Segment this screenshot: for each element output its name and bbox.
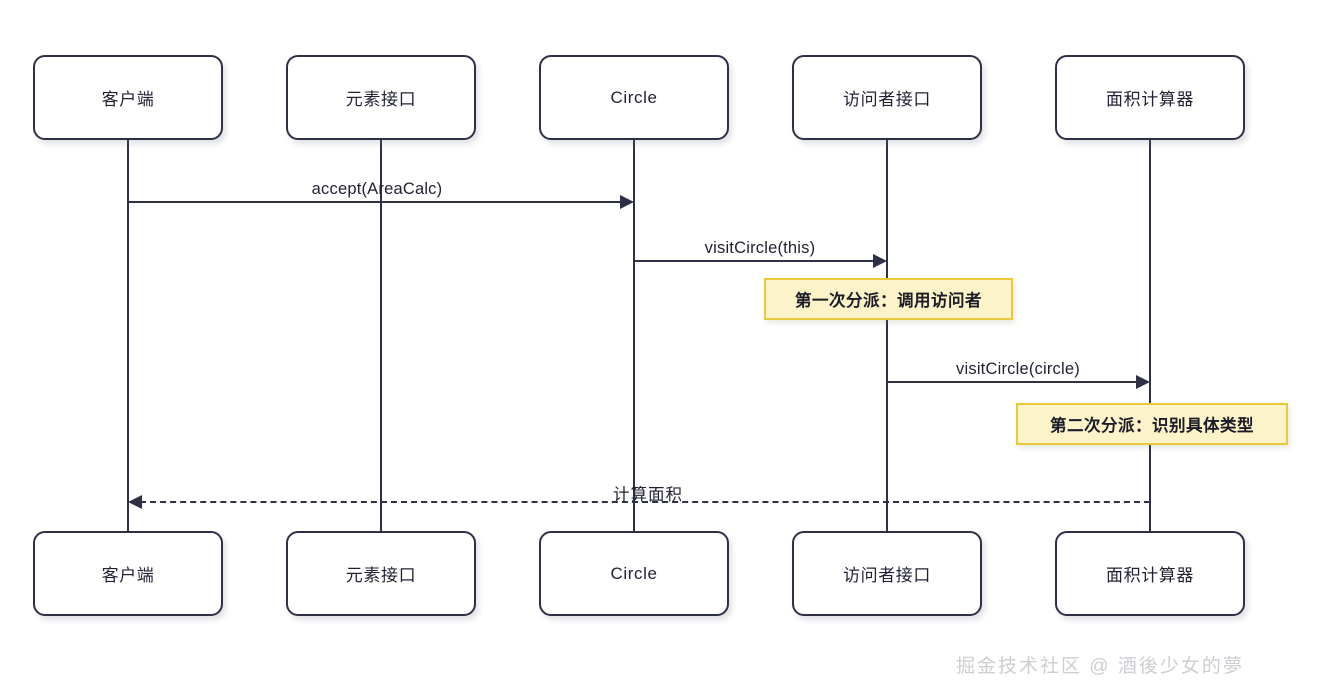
participant-label: 客户端 [101, 90, 155, 109]
arrow-head-right-icon [1136, 374, 1150, 389]
participant-label: 访问者接口 [843, 566, 931, 585]
note-first-dispatch: 第一次分派：调用访问者 [764, 278, 1013, 320]
participant-box-visitor-top[interactable]: 访问者接口 [792, 55, 982, 140]
participant-box-client-bottom[interactable]: 客户端 [33, 531, 223, 616]
message-line-visit-this [634, 260, 875, 263]
participant-label: 元素接口 [345, 90, 417, 109]
message-line-visit-circle [887, 381, 1138, 384]
watermark: 掘金技术社区 @ 酒後少女的夢 [956, 656, 1244, 677]
participant-box-element-bottom[interactable]: 元素接口 [286, 531, 476, 616]
participant-label: Circle [610, 87, 658, 107]
participant-box-circle-bottom[interactable]: Circle [539, 531, 729, 616]
arrow-head-right-icon [873, 253, 887, 268]
lifeline-visitor [885, 140, 889, 531]
lifeline-client [126, 140, 130, 531]
participant-label: Circle [610, 563, 658, 583]
message-label-visit-this: visitCircle(this) [704, 239, 816, 257]
message-label-return-area: 计算面积 [613, 486, 683, 504]
participant-label: 访问者接口 [843, 90, 931, 109]
participant-label: 元素接口 [345, 566, 417, 585]
participant-box-areacalc-top[interactable]: 面积计算器 [1055, 55, 1245, 140]
note-label: 第一次分派：调用访问者 [795, 292, 982, 310]
message-label-visit-circle: visitCircle(circle) [956, 360, 1080, 378]
participant-box-visitor-bottom[interactable]: 访问者接口 [792, 531, 982, 616]
participant-label: 客户端 [101, 566, 155, 585]
lifeline-circle [632, 140, 636, 531]
participant-box-client-top[interactable]: 客户端 [33, 55, 223, 140]
participant-label: 面积计算器 [1106, 566, 1194, 585]
arrow-head-right-icon [620, 194, 634, 209]
participant-box-circle-top[interactable]: Circle [539, 55, 729, 140]
arrow-head-left-icon [128, 494, 142, 509]
participant-label: 面积计算器 [1106, 90, 1194, 109]
participant-box-areacalc-bottom[interactable]: 面积计算器 [1055, 531, 1245, 616]
participant-box-element-top[interactable]: 元素接口 [286, 55, 476, 140]
lifeline-element [379, 140, 383, 531]
message-label-accept: accept(AreaCalc) [311, 180, 443, 198]
note-second-dispatch: 第二次分派：识别具体类型 [1016, 403, 1288, 445]
message-line-accept [128, 201, 622, 204]
message-line-return-area [140, 501, 1150, 503]
lifeline-areacalc [1148, 140, 1152, 531]
note-label: 第二次分派：识别具体类型 [1050, 417, 1254, 435]
